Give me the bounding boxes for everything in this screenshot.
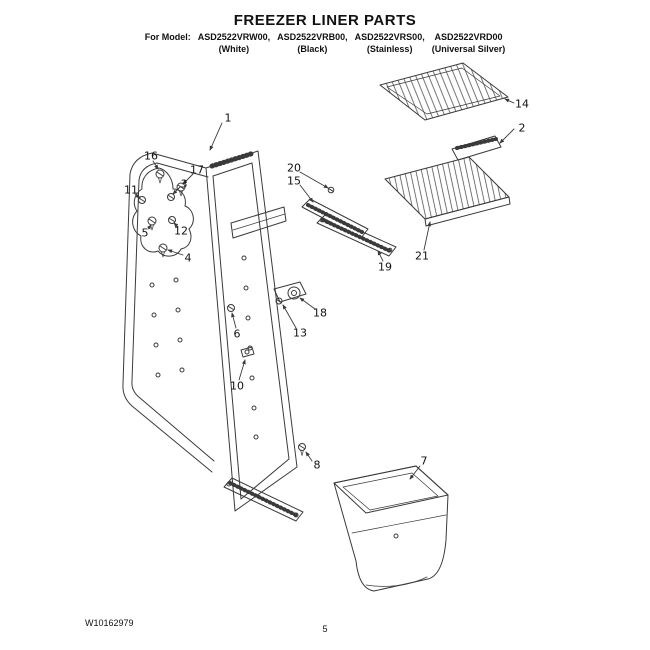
model-number: ASD2522VRW00, — [197, 32, 271, 42]
leader-line-13 — [282, 304, 297, 329]
leader-line-7 — [409, 465, 421, 480]
callout-14: 14 — [515, 98, 529, 111]
liner-holes — [149, 255, 259, 440]
leader-line-5 — [146, 224, 152, 230]
ice-bin — [333, 465, 449, 592]
callout-1: 1 — [225, 112, 232, 125]
callout-18: 18 — [313, 307, 327, 320]
screw-20 — [327, 186, 335, 194]
model-number: ASD2522VRB00, — [277, 32, 348, 42]
leader-line-12 — [173, 222, 179, 228]
leader-line-15 — [299, 184, 314, 203]
model-number: ASD2522VRS00, — [354, 32, 425, 42]
callout-11: 11 — [124, 184, 138, 197]
model-number: ASD2522VRD00 — [434, 32, 503, 42]
leader-line-11 — [134, 193, 141, 199]
page-title: FREEZER LINER PARTS — [233, 12, 417, 29]
leader-line-3 — [172, 186, 181, 195]
freezer-liner — [122, 150, 298, 512]
callout-20: 20 — [287, 162, 301, 175]
screw-cluster — [138, 169, 186, 258]
leader-line-10 — [238, 359, 246, 381]
callout-12: 12 — [174, 225, 188, 238]
leader-line-4 — [167, 249, 184, 256]
roller-assembly — [273, 281, 307, 305]
model-color: (Universal Silver) — [431, 43, 506, 54]
page-number: 5 — [322, 624, 328, 634]
screw-6 — [227, 304, 235, 312]
model-color: (Black) — [297, 43, 328, 54]
callout-21: 21 — [415, 250, 429, 263]
trim-bracket — [451, 135, 502, 161]
leader-line-1 — [209, 122, 223, 151]
screw-3 — [167, 193, 175, 201]
callout-2: 2 — [519, 122, 526, 135]
header: FREEZER LINER PARTS For Model: ASD2522VR… — [0, 12, 650, 55]
screw-4 — [158, 243, 168, 258]
leader-line-2 — [499, 128, 515, 144]
callout-16: 16 — [144, 150, 158, 163]
callout-15: 15 — [287, 175, 301, 188]
callout-5: 5 — [142, 227, 149, 240]
callout-3: 3 — [181, 178, 188, 191]
leader-line-8 — [305, 451, 313, 462]
callout-6: 6 — [234, 328, 241, 341]
leader-line-18 — [299, 297, 316, 310]
leader-line-21 — [423, 221, 432, 251]
leader-line-6 — [231, 312, 237, 329]
model-col-4: ASD2522VRD00 (Universal Silver) — [432, 32, 506, 55]
model-col-1: ASD2522VRW00, (White) — [198, 32, 270, 55]
screw-12 — [168, 216, 176, 224]
clip-10 — [240, 346, 255, 358]
leader-line-19 — [377, 250, 384, 262]
model-col-3: ASD2522VRS00, (Stainless) — [355, 32, 425, 55]
screw-13 — [275, 297, 283, 305]
screw-8 — [298, 443, 306, 456]
callout-10: 10 — [230, 380, 244, 393]
doc-number: W10162979 — [85, 618, 134, 628]
leader-line-16 — [152, 160, 159, 170]
screw-17 — [176, 182, 186, 197]
callout-19: 19 — [378, 261, 392, 274]
model-color: (Stainless) — [366, 43, 413, 54]
callout-17: 17 — [190, 164, 204, 177]
wire-basket — [384, 156, 511, 227]
model-col-2: ASD2522VRB00, (Black) — [277, 32, 348, 55]
callout-7: 7 — [421, 455, 428, 468]
models-line: For Model: ASD2522VRW00, (White) ASD2522… — [0, 32, 650, 55]
model-color: (White) — [218, 43, 250, 54]
model-prefix: For Model: — [144, 32, 191, 42]
callout-4: 4 — [185, 252, 192, 265]
shelf-rail-19 — [316, 214, 397, 257]
leader-line-20 — [299, 171, 329, 189]
wire-shelf — [379, 62, 509, 121]
leader-line-17 — [182, 173, 194, 185]
callout-13: 13 — [293, 327, 307, 340]
screw-11 — [138, 196, 146, 204]
bottom-rail — [223, 443, 306, 522]
screw-16 — [155, 169, 165, 184]
leader-line-14 — [504, 98, 515, 104]
callout-8: 8 — [314, 459, 321, 472]
